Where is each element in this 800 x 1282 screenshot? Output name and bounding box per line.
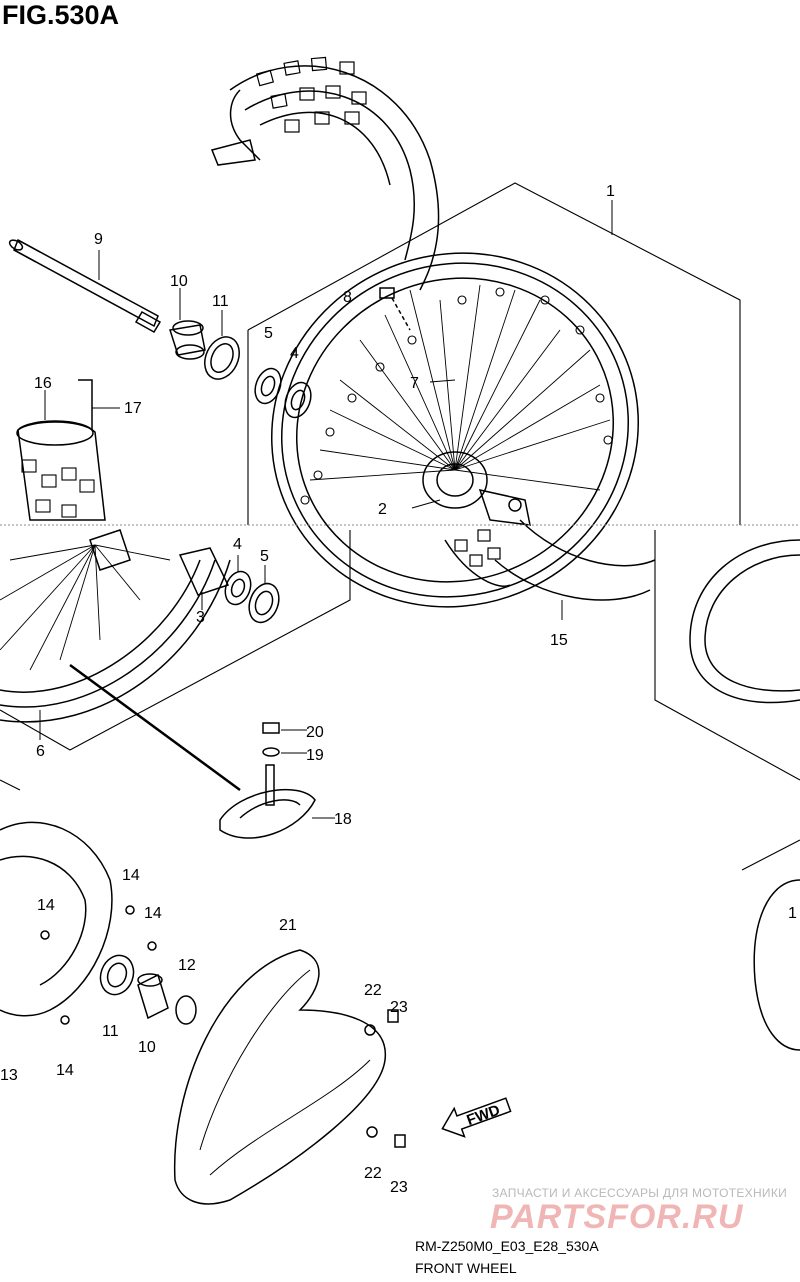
fwd-arrow: FWD — [441, 1097, 512, 1138]
bearing-top-parts — [254, 367, 312, 419]
callout-10b: 10 — [138, 1039, 156, 1056]
callout-14c: 14 — [144, 905, 162, 922]
callout-2: 2 — [378, 501, 387, 518]
callout-15: 15 — [550, 632, 568, 649]
callout-13: 13 — [0, 1067, 18, 1084]
callout-18: 18 — [334, 811, 352, 828]
callout-5: 5 — [264, 325, 273, 342]
callout-23b: 23 — [390, 1179, 408, 1196]
callout-5b: 5 — [260, 548, 269, 565]
lower-spacer-parts — [99, 954, 197, 1025]
fork-guard-part — [16, 379, 106, 521]
callout-17: 17 — [124, 400, 142, 417]
assembly-box-outline — [0, 182, 800, 871]
fwd-label: FWD — [464, 1101, 502, 1129]
callout-16: 16 — [34, 375, 52, 392]
callout-21: 21 — [279, 917, 297, 934]
spacer-top-part — [169, 320, 206, 360]
tyre-part — [210, 56, 656, 601]
rim-part — [270, 252, 640, 608]
callout-1b: 1 — [788, 905, 797, 922]
bolt-part — [379, 287, 411, 331]
callout-23: 23 — [390, 999, 408, 1016]
callout-3: 3 — [196, 609, 205, 626]
callout-14: 14 — [122, 867, 140, 884]
figure-title: FIG.530A — [2, 0, 120, 30]
callout-6: 6 — [36, 743, 45, 760]
callout-14d: 14 — [56, 1062, 74, 1079]
callout-labels: 1 2 3 4 5 6 7 8 9 10 11 12 13 14 15 16 1… — [0, 183, 797, 1196]
callout-22b: 22 — [364, 1165, 382, 1182]
callout-14b: 14 — [37, 897, 55, 914]
callout-22: 22 — [364, 982, 382, 999]
brake-disc-left-part — [0, 821, 157, 1025]
callout-20: 20 — [306, 724, 324, 741]
right-partial-wheel-part — [689, 539, 800, 1051]
spacer-lower-parts — [178, 547, 280, 624]
watermark-logo: PARTSFOR.RU — [490, 1198, 744, 1236]
callout-19: 19 — [306, 747, 324, 764]
watermark-tagline: ЗАПЧАСТИ И АКСЕССУАРЫ ДЛЯ МОТОТЕХНИКИ — [492, 1186, 788, 1200]
callout-4b: 4 — [233, 536, 242, 553]
callout-1: 1 — [606, 183, 615, 200]
callout-7: 7 — [410, 375, 419, 392]
tube-part — [69, 663, 316, 839]
callout-9: 9 — [94, 231, 103, 248]
leader-lines — [39, 200, 613, 819]
callout-11: 11 — [212, 293, 229, 310]
callout-12: 12 — [178, 957, 196, 974]
callout-11b: 11 — [102, 1023, 119, 1040]
callout-10: 10 — [170, 273, 188, 290]
spoke-lines — [309, 284, 611, 491]
callout-8: 8 — [343, 289, 352, 306]
figure-model-code: RM-Z250M0_E03_E28_530A — [415, 1238, 599, 1254]
figure-name: FRONT WHEEL — [415, 1260, 517, 1276]
axle-part — [8, 238, 162, 334]
dust-seal-top-part — [204, 336, 240, 380]
fender-part — [173, 949, 406, 1205]
callout-4: 4 — [290, 345, 299, 362]
